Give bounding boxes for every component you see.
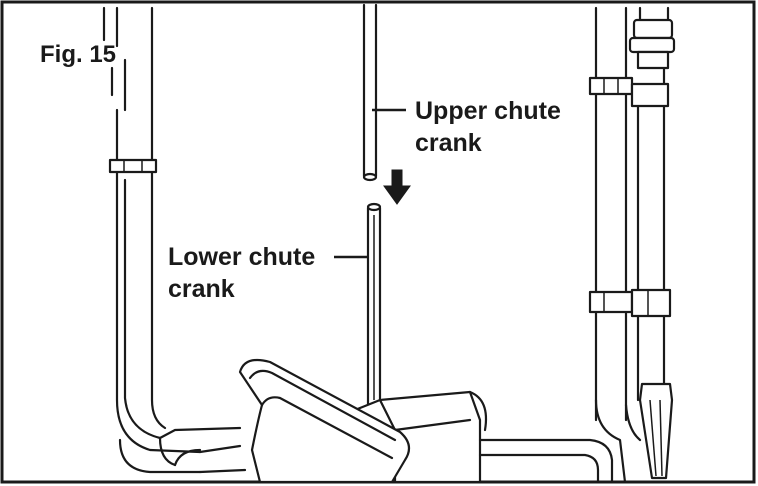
upper-chute-crank bbox=[362, 3, 378, 182]
figure-label: Fig. 15 bbox=[40, 41, 116, 68]
upper-chute-crank-label-line2: crank bbox=[415, 129, 482, 157]
lower-chute-crank-label-line2: crank bbox=[168, 275, 235, 303]
chute-assembly bbox=[158, 358, 614, 484]
right-handle-tube bbox=[588, 6, 676, 484]
lower-chute-crank bbox=[366, 202, 382, 412]
arrow-down-icon bbox=[383, 169, 411, 205]
left-handle-tube bbox=[102, 6, 202, 474]
lower-chute-crank-label-line1: Lower chute bbox=[168, 243, 315, 271]
upper-chute-crank-label-line1: Upper chute bbox=[415, 97, 561, 125]
